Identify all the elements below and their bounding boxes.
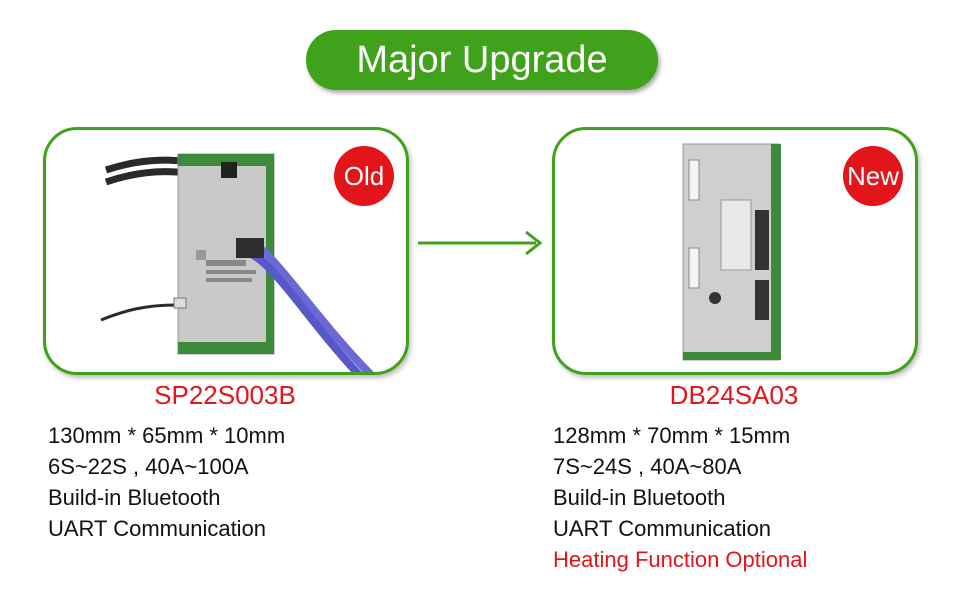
new-badge: New [843, 146, 903, 206]
right-arrow-icon [418, 230, 543, 256]
old-model-title: SP22S003B [154, 380, 296, 410]
spec-bluetooth: Build-in Bluetooth [553, 485, 726, 510]
spec-dimensions: 128mm * 70mm * 15mm [553, 423, 791, 448]
new-specs-list: 128mm * 70mm * 15mm 7S~24S , 40A~80A Bui… [553, 420, 807, 575]
spec-dimensions: 130mm * 65mm * 10mm [48, 423, 286, 448]
old-product-card: Old [43, 127, 409, 375]
new-product-card: New [552, 127, 918, 375]
spec-uart: UART Communication [553, 516, 772, 541]
spec-cells-current: 7S~24S , 40A~80A [553, 454, 742, 479]
spec-heating-highlight: Heating Function Optional [553, 547, 808, 572]
major-upgrade-banner: Major Upgrade [306, 30, 658, 90]
new-model-title: DB24SA03 [669, 380, 799, 410]
old-bms-board-image [100, 153, 374, 372]
banner-title: Major Upgrade [356, 38, 608, 81]
old-badge: Old [334, 146, 394, 206]
spec-cells-current: 6S~22S , 40A~100A [48, 454, 249, 479]
old-specs-list: 130mm * 65mm * 10mm 6S~22S , 40A~100A Bu… [48, 420, 285, 544]
spec-uart: UART Communication [48, 516, 267, 541]
new-bms-board-image [682, 143, 781, 361]
spec-bluetooth: Build-in Bluetooth [48, 485, 221, 510]
